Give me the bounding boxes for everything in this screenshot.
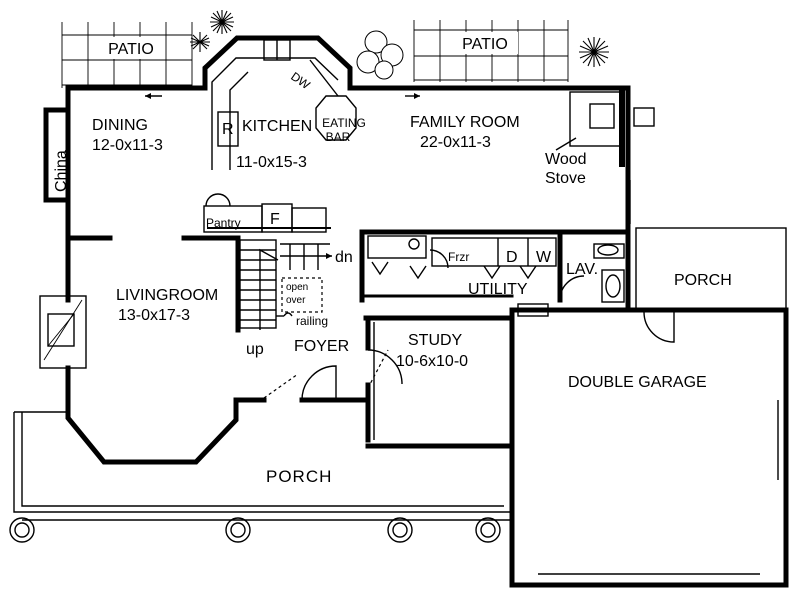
foyer-label: FOYER (294, 338, 349, 355)
shrub-cluster-icon (356, 30, 404, 80)
lav-fixtures (593, 243, 625, 303)
wood-stove-label-2: Stove (545, 170, 586, 187)
kitchen-name: KITCHEN (242, 118, 312, 135)
dishwasher-label: DW (288, 69, 313, 92)
open-over-label-1: open (286, 282, 308, 293)
family-room-size: 22-0x11-3 (420, 134, 491, 151)
stairs (239, 239, 332, 330)
kitchen-size: 11-0x15-3 (236, 154, 307, 171)
exterior-walls (43, 35, 789, 588)
dining-name: DINING (92, 117, 148, 134)
washer-label: W (536, 249, 552, 266)
porch-post-icon (9, 517, 501, 543)
freezer-f-label: F (270, 211, 280, 228)
dining-size: 12-0x11-3 (92, 137, 163, 154)
interior-walls (65, 227, 631, 403)
kitchen-counters: R DW (211, 39, 357, 170)
fireplace (39, 295, 87, 369)
tree-icon (579, 37, 609, 67)
side-porch (635, 227, 787, 311)
wood-stove (555, 87, 655, 167)
livingroom-size: 13-0x17-3 (118, 307, 190, 324)
livingroom-name: LIVINGROOM (116, 287, 218, 304)
front-porch (13, 411, 512, 521)
study-size: 10-6x10-0 (396, 353, 468, 370)
pantry (203, 193, 327, 233)
tree-icon (210, 10, 234, 34)
open-over-label-2: over (286, 295, 306, 306)
study-name: STUDY (408, 332, 463, 349)
lav-label: LAV. (566, 261, 598, 278)
foyer-doors (263, 349, 403, 401)
pantry-label: Pantry (206, 216, 241, 230)
tree-icon (190, 32, 210, 52)
dryer-label: D (506, 249, 518, 266)
refrigerator-label: R (222, 121, 234, 138)
patio-right-label: PATIO (462, 36, 508, 53)
utility-label: UTILITY (468, 281, 528, 298)
garage-label: DOUBLE GARAGE (568, 374, 707, 391)
stairs-up-label: up (246, 341, 264, 358)
porch-right-label: PORCH (674, 272, 732, 289)
porch-front-label: PORCH (266, 467, 332, 486)
railing-label: railing (296, 314, 328, 328)
eating-bar-label-1: EATING (322, 116, 366, 130)
patio-left-label: PATIO (108, 41, 154, 58)
eating-bar-label-2: BAR (326, 130, 351, 144)
family-room-name: FAMILY ROOM (410, 114, 520, 131)
patio-left: PATIO (61, 22, 193, 88)
freezer-label: Frzr (448, 250, 469, 264)
laundry-fixtures (367, 235, 557, 280)
stairs-down-label: dn (335, 249, 353, 266)
wood-stove-label-1: Wood (545, 151, 587, 168)
china-label: China (53, 150, 70, 192)
patio-right: PATIO (413, 20, 569, 82)
